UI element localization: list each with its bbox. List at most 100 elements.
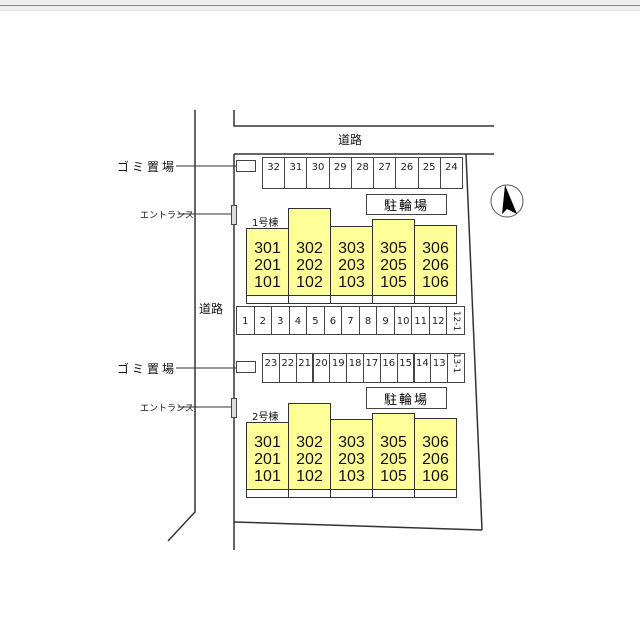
garbage-label-2: ゴミ置場 bbox=[117, 362, 178, 376]
entrance-label-2: エントランス bbox=[140, 404, 194, 414]
building-1-label: 1号棟 bbox=[252, 218, 279, 229]
parking-space-number: 22 bbox=[281, 358, 295, 369]
window-top-bar bbox=[0, 0, 640, 11]
parking-space: 1 bbox=[236, 306, 255, 335]
building-2-label: 2号棟 bbox=[252, 412, 279, 423]
parking-space-number: 18 bbox=[348, 358, 362, 369]
room-number: 106 bbox=[422, 274, 449, 291]
room-number: 303 bbox=[338, 240, 365, 257]
parking-space-number: 19 bbox=[331, 358, 345, 369]
parking-space: 25 bbox=[417, 157, 441, 189]
room-number: 201 bbox=[254, 257, 281, 274]
parking-space: 7 bbox=[341, 306, 360, 335]
balcony-strip bbox=[288, 295, 331, 304]
parking-space-number: 16 bbox=[382, 358, 396, 369]
entrance-label-1: エントランス bbox=[140, 211, 194, 221]
parking-space-number: 31 bbox=[289, 162, 303, 173]
bike-parking-1: 駐輪場 bbox=[366, 194, 447, 215]
room-number: 301 bbox=[254, 240, 281, 257]
parking-space-number: 3 bbox=[277, 316, 284, 327]
parking-space: 27 bbox=[373, 157, 397, 189]
room-number: 102 bbox=[296, 468, 323, 485]
north-arrow-icon bbox=[490, 184, 524, 218]
parking-space-number: 14 bbox=[416, 358, 429, 369]
room-number: 102 bbox=[296, 274, 323, 291]
parking-space: 17 bbox=[363, 353, 381, 383]
parking-space: 4 bbox=[288, 306, 308, 335]
room-number: 306 bbox=[422, 240, 449, 257]
parking-space-number: 30 bbox=[311, 162, 325, 173]
parking-space-number: 9 bbox=[382, 316, 389, 327]
parking-space: 13-1 bbox=[447, 353, 465, 383]
parking-space-number: 11 bbox=[414, 316, 427, 327]
parking-space: 32 bbox=[262, 157, 286, 189]
entrance-1 bbox=[231, 205, 237, 225]
parking-space: 31 bbox=[284, 157, 308, 189]
parking-space: 26 bbox=[395, 157, 419, 189]
parking-space: 6 bbox=[323, 306, 343, 335]
room-number: 106 bbox=[422, 468, 449, 485]
room-number: 203 bbox=[338, 257, 365, 274]
parking-space-number: 25 bbox=[422, 162, 436, 173]
parking-space-number: 21 bbox=[298, 358, 311, 369]
parking-space: 12 bbox=[428, 306, 448, 335]
parking-space: 16 bbox=[379, 353, 398, 383]
parking-space: 9 bbox=[376, 306, 395, 335]
parking-space: 8 bbox=[358, 306, 378, 335]
parking-space-number: 28 bbox=[356, 162, 369, 173]
parking-space: 13 bbox=[430, 353, 449, 383]
parking-space-number: 13-1 bbox=[451, 352, 462, 374]
parking-space-number: 23 bbox=[264, 358, 278, 369]
parking-space: 29 bbox=[328, 157, 352, 189]
parking-space: 15 bbox=[396, 353, 415, 383]
room-number: 103 bbox=[338, 274, 365, 291]
top-road-edge bbox=[233, 110, 494, 127]
entrance-2 bbox=[231, 398, 237, 418]
balcony-strip bbox=[288, 489, 331, 498]
parking-space-number: 29 bbox=[333, 162, 347, 173]
parking-space: 19 bbox=[329, 353, 348, 383]
room-number: 206 bbox=[422, 451, 449, 468]
garbage-area-1 bbox=[236, 160, 256, 172]
parking-space: 10 bbox=[393, 306, 413, 335]
balcony-strip bbox=[372, 295, 415, 304]
parking-space-number: 8 bbox=[364, 316, 372, 327]
room-number: 103 bbox=[338, 468, 365, 485]
road-label-top: 道路 bbox=[338, 133, 363, 147]
room-number: 203 bbox=[338, 451, 365, 468]
room-number: 301 bbox=[254, 434, 281, 451]
room-number: 206 bbox=[422, 257, 449, 274]
parking-space-number: 15 bbox=[399, 358, 412, 369]
parking-space: 3 bbox=[271, 306, 290, 335]
parking-space-number: 6 bbox=[329, 316, 337, 327]
parking-space: 28 bbox=[350, 157, 375, 189]
bike-parking-2: 駐輪場 bbox=[366, 387, 447, 409]
road-label-left: 道路 bbox=[199, 302, 224, 316]
parking-space: 22 bbox=[278, 353, 297, 383]
balcony-strip bbox=[330, 295, 373, 304]
parking-space: 11 bbox=[411, 306, 430, 335]
room-number: 306 bbox=[422, 434, 449, 451]
room-number: 101 bbox=[254, 274, 281, 291]
parking-space-number: 10 bbox=[396, 316, 410, 327]
left-road-edge bbox=[167, 110, 196, 542]
parking-space-number: 2 bbox=[259, 316, 266, 327]
parking-space: 5 bbox=[306, 306, 325, 335]
parking-space-number: 13 bbox=[432, 358, 446, 369]
balcony-strip bbox=[246, 295, 289, 304]
room-number: 101 bbox=[254, 468, 281, 485]
room-number: 302 bbox=[296, 240, 323, 257]
parking-space-number: 27 bbox=[378, 162, 392, 173]
parking-space: 30 bbox=[306, 157, 330, 189]
room-number: 205 bbox=[380, 257, 407, 274]
balcony-strip bbox=[330, 489, 373, 498]
balcony-strip bbox=[414, 489, 457, 498]
parking-space-number: 24 bbox=[445, 162, 458, 173]
